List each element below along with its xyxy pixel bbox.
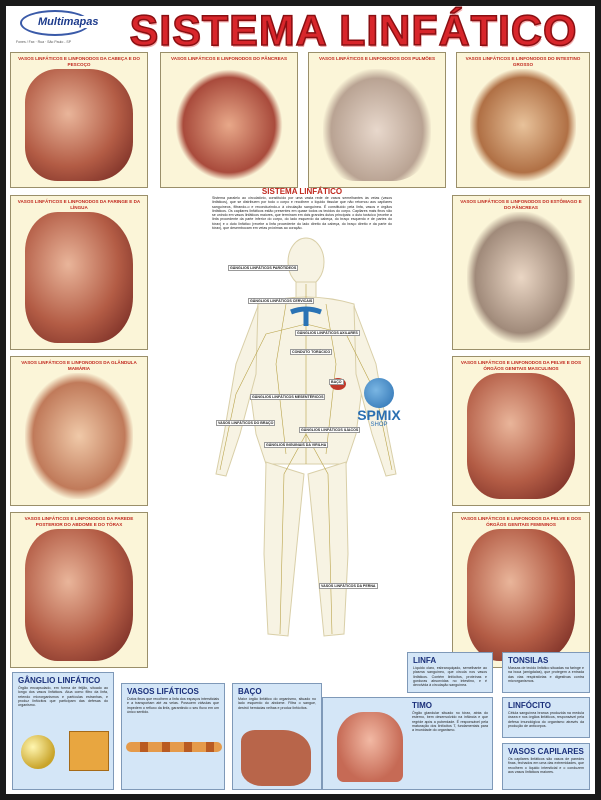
box-text: Órgão glandular situado no tórax, atrás … [412,711,488,733]
panel-estomago: VASOS LINFÁTICOS E LINFONODOS DO ESTÔMAG… [452,195,590,350]
label-iliacos: GÂNGLIOS LINFÁTICOS ILÍACOS [299,427,361,433]
box-title: LINFÓCITO [508,701,551,710]
label-perna: VASOS LINFÁTICOS DA PERNA [319,583,378,589]
lymphatic-body-figure [215,237,397,637]
anatomy-illustration [466,212,576,343]
label-virilha: GÂNGLIOS INGUINAIS DA VIRILHA [264,442,329,448]
anatomy-illustration [466,373,576,499]
intro-section: SISTEMA LINFÁTICO Sistema paralelo ao ci… [212,187,392,230]
box-text: Dutos finos que recolhem a linfa dos esp… [127,697,219,714]
box-linfocito: LINFÓCITO Célula sanguínea branca produz… [502,697,590,738]
panel-title: VASOS LINFÁTICOS E LINFONODOS DO INTESTI… [465,56,581,67]
watermark-name: SPMIX [357,407,401,423]
anatomy-illustration [470,69,576,181]
node-tissue-illustration [69,731,109,771]
anatomy-illustration [174,69,284,181]
box-text: Massas de tecido linfático situadas na f… [508,666,584,683]
label-baco: BAÇO [329,379,344,385]
box-timo: TIMO Órgão glandular situado no tórax, a… [322,697,493,790]
panel-parede: VASOS LINFÁTICOS E LINFONODOS DA PAREDE … [10,512,148,668]
box-title: GÂNGLIO LINFÁTICO [18,676,101,685]
anatomy-illustration [24,373,134,499]
label-braco: VASOS LINFÁTICOS DO BRAÇO [216,420,276,426]
box-ganglio: GÂNGLIO LINFÁTICO Órgão encapsulado, em … [12,672,114,790]
watermark-logo: SPMIX SHOP [339,378,419,428]
spleen-illustration [241,730,311,786]
box-title: VASOS LIFÁTICOS [127,687,199,696]
box-title: VASOS CAPILARES [508,747,584,756]
panel-pelve-feminina: VASOS LINFÁTICOS E LINFONODOS DA PELVE E… [452,512,590,668]
panel-title: VASOS LINFÁTICOS E LINFONODOS DO PÂNCREA… [170,56,288,61]
box-text: Maior órgão linfático do organismo, situ… [238,697,316,710]
intro-title: SISTEMA LINFÁTICO [261,187,343,196]
box-title: TIMO [412,701,432,710]
watermark-icon [364,378,394,408]
panel-mamaria: VASOS LINFÁTICOS E LINFONODOS DA GLÂNDUL… [10,356,148,506]
box-linfa: LINFA Líquido claro, esbranquiçado, seme… [407,652,493,693]
box-tonsilas: TONSILAS Massas de tecido linfático situ… [502,652,590,693]
box-title: LINFA [413,656,437,665]
brand-name: Multimapas [36,16,101,28]
watermark-sub: SHOP [370,422,388,428]
box-text: Líquido claro, esbranquiçado, semelhante… [413,666,487,688]
panel-title: VASOS LINFÁTICOS E LINFONODOS DA CABEÇA … [18,56,140,67]
box-capilares: VASOS CAPILARES Os capilares linfáticos … [502,743,590,790]
label-axilares: GÂNGLIOS LINFÁTICOS AXILARES [295,330,360,336]
panel-cabeca: VASOS LINFÁTICOS E LINFONODOS DA CABEÇA … [10,52,148,188]
lymph-node-illustration [21,735,55,769]
box-text: Célula sanguínea branca produzida na med… [508,711,584,728]
panel-pancreas: VASOS LINFÁTICOS E LINFONODOS DO PÂNCREA… [160,52,298,188]
anatomy-illustration [466,529,576,661]
box-title: TONSILAS [508,656,549,665]
intro-text: Sistema paralelo ao circulatório, consti… [212,196,392,231]
label-cervicais: GÂNGLIOS LINFÁTICOS CERVICAIS [248,298,315,304]
label-mesentericos: GÂNGLIOS LINFÁTICOS MESENTÉRICOS [250,394,326,400]
panel-title: VASOS LINFÁTICOS E LINFONODOS DO ESTÔMAG… [460,199,582,210]
label-toracico: CONDUTO TORÁCICO [290,349,333,355]
panel-title: VASOS LINFÁTICOS E LINFONODOS DA PELVE E… [460,360,582,371]
box-title: BAÇO [238,687,262,696]
thymus-illustration [337,712,403,782]
box-text: Os capilares linfáticos são vasos de par… [508,757,584,774]
box-text: Órgão encapsulado, em forma de feijão, s… [18,686,108,708]
panel-title: VASOS LINFÁTICOS E LINFONODOS DA FARINGE… [17,199,141,210]
panel-title: VASOS LINFÁTICOS E LINFONODOS DA PAREDE … [24,516,134,527]
page-title: SISTEMA LINFÁTICO [129,7,578,55]
panel-pulmoes: VASOS LINFÁTICOS E LINFONODOS DOS PULMÕE… [308,52,446,188]
brand-logo: Multimapas Fones / Fax · Rua · São Paulo… [14,10,104,54]
anatomy-illustration [24,212,134,343]
panel-pelve-masculina: VASOS LINFÁTICOS E LINFONODOS DA PELVE E… [452,356,590,506]
brand-info: Fones / Fax · Rua · São Paulo - SP [16,40,72,44]
lymph-vessel-illustration [126,742,222,752]
panel-title: VASOS LINFÁTICOS E LINFONODOS DOS PULMÕE… [318,56,436,61]
subclavian-vein [290,306,322,326]
panel-title: VASOS LINFÁTICOS E LINFONODOS DA PELVE E… [460,516,582,527]
anatomy-illustration [24,529,134,661]
box-vasos: VASOS LIFÁTICOS Dutos finos que recolhem… [121,683,225,790]
label-parotideos: GÂNGLIOS LINFÁTICOS PARÓTIDEOS [228,265,299,271]
anatomy-illustration [322,69,432,181]
panel-intestino: VASOS LINFÁTICOS E LINFONODOS DO INTESTI… [456,52,590,188]
box-baco: BAÇO Maior órgão linfático do organismo,… [232,683,322,790]
panel-faringe: VASOS LINFÁTICOS E LINFONODOS DA FARINGE… [10,195,148,350]
poster: Multimapas Fones / Fax · Rua · São Paulo… [6,6,595,794]
panel-title: VASOS LINFÁTICOS E LINFONODOS DA GLÂNDUL… [21,360,137,371]
anatomy-illustration [24,69,134,181]
